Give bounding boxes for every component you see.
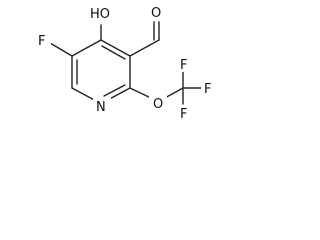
bond-c5-cho [129,39,160,57]
double-bond-c4-c5-inner [101,45,126,60]
cf3-f-right-label: F [204,82,211,97]
ether-oxygen-label-background [149,95,167,113]
cf3-f-top-label-background [177,56,192,72]
aldehyde-oxygen-label: O [151,6,161,21]
cf3-f-top-label: F [180,58,187,73]
hydroxy-label-background [88,4,114,23]
ring-nitrogen-label-background [93,97,111,115]
atom-label-layer: F HO O N O F F F [33,3,216,122]
cf3-f-bottom-label-background [177,105,192,121]
ring-nitrogen-label: N [96,100,106,115]
double-bond-c6-n-inner [103,84,126,97]
bond-c4-c5 [100,39,131,57]
fluoro-label: F [38,34,45,49]
bond-layer [49,21,203,105]
chemical-structure-diagram: F HO O N O F F F [33,3,216,122]
aldehyde-oxygen-label-background [148,3,166,21]
fluoro-label-background [33,31,51,49]
ether-oxygen-label: O [153,97,163,112]
hydroxy-label: HO [90,7,110,22]
bond-c3-c4 [71,39,102,57]
bond-c3-fluoro [49,42,73,57]
cf3-f-bottom-label: F [180,107,187,122]
cf3-f-right-label-background [201,80,216,96]
